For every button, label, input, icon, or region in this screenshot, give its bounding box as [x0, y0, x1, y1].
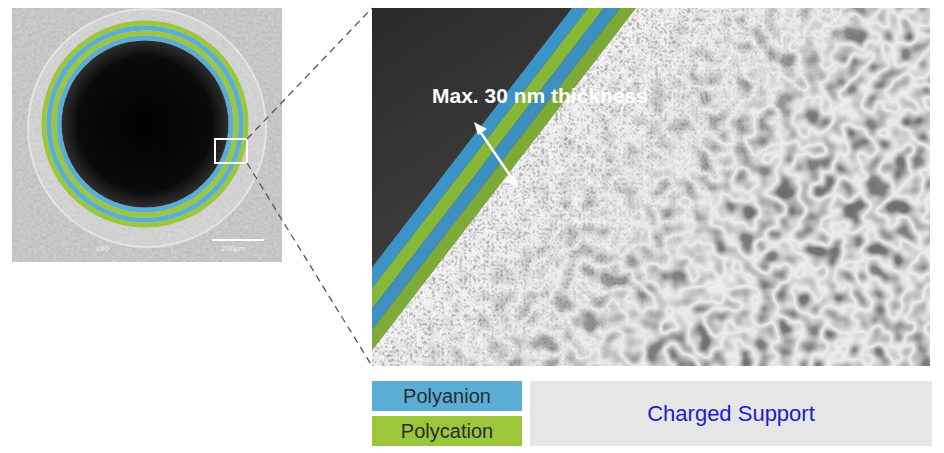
- polycation-layer: [372, 8, 636, 366]
- polyanion-ring: [49, 28, 241, 220]
- fiber-wall-texture: [28, 9, 266, 247]
- scale-label: 200µm: [221, 244, 246, 253]
- node-text: Charged Support: [647, 401, 815, 427]
- thickness-arrow: [479, 130, 513, 180]
- sem-grain: [12, 8, 282, 262]
- zoom-box: [215, 139, 247, 163]
- fiber-lumen: [62, 41, 229, 208]
- fiber-wall: [28, 9, 266, 247]
- support-box: Charged Support: [530, 381, 932, 446]
- arrow-head: [474, 122, 487, 135]
- polycation-ring: [54, 33, 236, 215]
- polycation-ring: [44, 23, 246, 225]
- legend-entry: Polyanion: [372, 381, 522, 411]
- polyanion-ring: [59, 38, 231, 210]
- zoom-leader: [247, 163, 372, 366]
- legend-entry: Polycation: [372, 416, 522, 446]
- zoom-leader: [247, 8, 372, 139]
- arrow-head: [505, 175, 518, 188]
- legend-text: Polyanion: [403, 385, 491, 408]
- scale-bar: [212, 239, 264, 241]
- magnification-label: x90: [96, 244, 109, 253]
- legend-text: Polycation: [401, 420, 493, 443]
- fiber-cross-section: [12, 8, 282, 262]
- sem-background: [12, 8, 282, 262]
- fiber-edge: [28, 9, 266, 247]
- dimension-label: Max. 30 nm thickness: [432, 84, 648, 108]
- membrane-closeup: [372, 8, 930, 366]
